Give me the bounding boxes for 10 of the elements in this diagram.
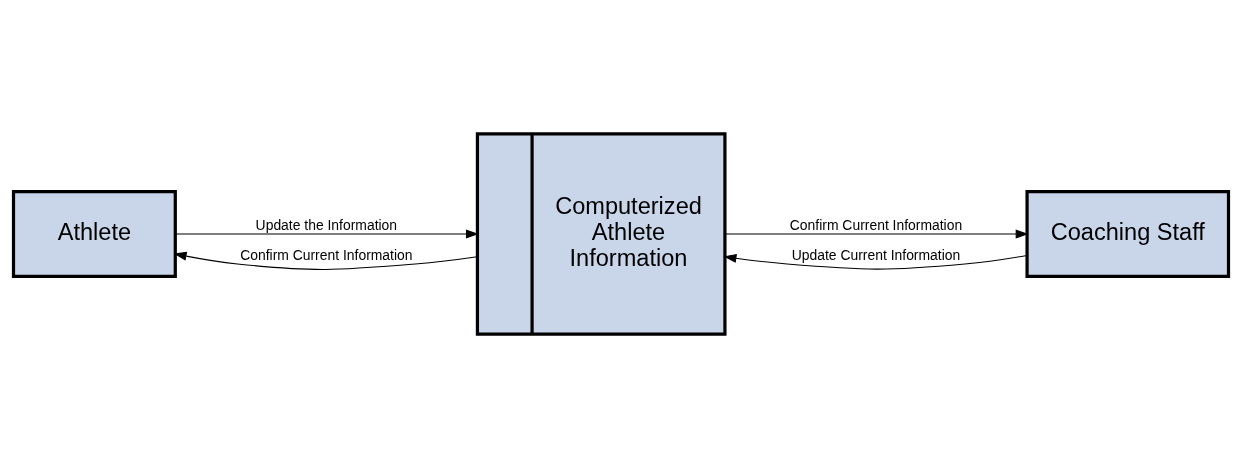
node-box: Coaching Staff <box>1025 190 1231 278</box>
arrow <box>174 229 479 239</box>
arrow <box>173 251 478 270</box>
arrow <box>723 253 1028 270</box>
edge-label: Update Current Information <box>791 247 961 264</box>
edge-label: Confirm Current Information <box>789 217 963 234</box>
node-box: Athlete <box>11 190 177 278</box>
edge-label: Confirm Current Information <box>240 247 413 264</box>
arrow <box>724 229 1029 239</box>
edge-label: Update the Information <box>255 217 398 234</box>
